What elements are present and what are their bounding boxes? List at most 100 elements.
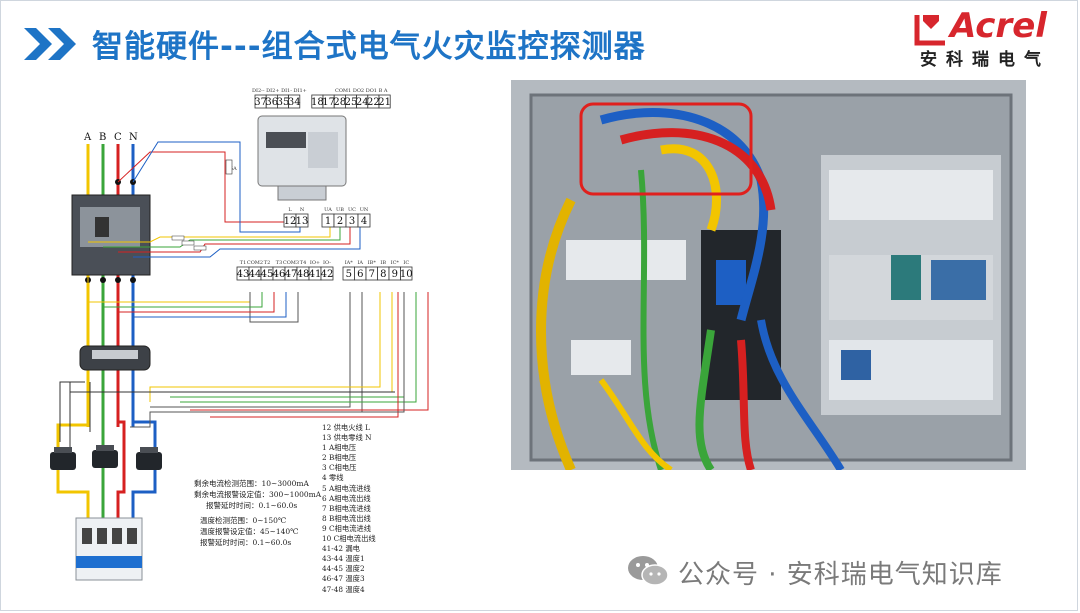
legend-item: 12 供电火线 L [322,423,370,432]
terminal-label-10: IC [403,260,409,266]
terminal-number-43: 43 [237,269,250,280]
terminal-number-28: 28 [333,97,346,108]
terminal-34 [288,94,301,109]
terminal-number-13: 13 [296,216,309,227]
spec-leakage-delay: 报警延时时间：0.1~60.0s [206,501,298,510]
wechat-icon [628,556,669,586]
terminal-label-48: T4 [300,260,307,266]
terminal-number-35: 35 [277,97,290,108]
terminal-label-9: IC* [391,260,400,266]
legend-item: 6 A相电流出线 [322,493,371,503]
legend-item: 46-47 温度3 [322,574,365,584]
watermark-text: 公众号 · 安科瑞电气知识库 [678,560,1003,590]
legend-item: 43-44 温度1 [322,554,365,564]
terminal-42 [320,266,334,281]
power-terminal-row: 12 L 13 N [283,207,309,228]
terminal-number-9: 9 [392,269,398,280]
detector-device [257,115,347,201]
terminal-number-21: 21 [378,97,391,108]
terminal-number-37: 37 [254,97,267,108]
highlight-box [579,102,753,196]
current-transformers [50,445,162,470]
fuse-label: 5A [230,166,237,172]
legend-item: 10 C相电流出线 [322,534,376,544]
legend-item: 9 C相电流进线 [322,523,372,533]
phase-label-b: B [99,132,106,143]
phase-label-c: C [114,132,122,143]
terminal-number-4: 4 [361,216,367,227]
terminal-label-12: L [288,207,292,213]
terminal-number-24: 24 [356,97,369,108]
spec-leakage-range: 剩余电流检测范围：10~3000mA [194,479,309,488]
terminal-number-44: 44 [249,269,262,280]
terminal-label-1: UA [324,207,332,213]
bottom-breaker [75,517,143,581]
terminal-label-6: IA [357,260,363,266]
terminal-10 [400,266,413,281]
terminal-number-10: 10 [400,269,413,280]
wiring-diagram: A B C N 5A [50,88,429,581]
phase-label-a: A [83,132,92,143]
legend-item: 47-48 温度4 [322,584,365,594]
terminal-number-7: 7 [369,269,375,280]
legend-item: 8 B相电流出线 [322,513,371,523]
terminal-number-36: 36 [265,97,278,108]
main-breaker [71,194,151,283]
logo-chinese-name: 安科瑞电气 [920,50,1050,70]
logo-wordmark: Acrel [950,6,1047,46]
spec-leakage-setpoint: 剩余电流报警设定值：300~1000mA [194,490,322,499]
spec-temp-setpoint: 温度报警设定值：45~140℃ [200,527,299,536]
legend-item: 3 C相电压 [322,463,357,473]
terminal-label-42: IO- [323,260,331,266]
legend-item: 13 供电零线 N [322,433,372,443]
terminal-number-22: 22 [367,97,380,108]
terminal-number-5: 5 [346,269,352,280]
terminal-label-45: T2 [264,260,271,266]
legend-item: 44-45 温度2 [322,564,365,574]
current-terminal-row: 5 IA*6 IA 7 IB*8 IB 9 IC*10 IC [342,260,413,281]
terminal-number-48: 48 [297,269,310,280]
terminal-number-17: 17 [322,97,335,108]
terminal-number-12: 12 [284,216,297,227]
terminal-number-8: 8 [380,269,386,280]
legend-item: 2 B相电压 [322,453,357,463]
terminal-label-5: IA* [345,260,354,266]
terminal-label-47: COM3 [283,260,299,266]
terminal-number-18: 18 [311,97,324,108]
terminal-label-41: IO+ [310,260,320,266]
terminal-number-42: 42 [321,269,334,280]
phase-label-n: N [129,132,138,143]
spec-temp-range: 温度检测范围：0~150℃ [200,516,287,525]
terminal-number-41: 41 [309,269,322,280]
terminal-label-13: N [300,207,305,213]
top-terminal-labels-left: DI2-- DI2+ DI1- DI1+ [252,88,307,94]
legend-item: 4 零线 [322,473,344,483]
terminal-number-47: 47 [285,269,298,280]
terminal-number-3: 3 [349,216,355,227]
terminal-label-4: UN [360,207,369,213]
terminal-number-6: 6 [357,269,363,280]
terminal-label-43: T1 [240,260,247,266]
terminal-label-46: T3 [276,260,283,266]
legend-item: 1 A相电压 [322,443,357,453]
terminal-label-7: IB* [368,260,377,266]
page-title: 智能硬件---组合式电气火灾监控探测器 [92,29,646,65]
terminal-21 [378,94,391,109]
terminal-4 [357,213,371,228]
terminal-13 [295,213,309,228]
legend-item: 5 A相电流进线 [322,483,371,493]
terminal-label-3: UC [348,207,356,213]
terminal-number-2: 2 [337,216,343,227]
spec-temp-delay: 报警延时时间：0.1~60.0s [200,538,292,547]
top-terminal-labels-right: COM1 DO2 DO1 B A [335,88,388,94]
legend-item: 7 B相电流进线 [322,503,371,513]
terminal-number-34: 34 [288,97,301,108]
terminal-label-8: IB [380,260,386,266]
terminal-number-45: 45 [261,269,274,280]
legend-item: 41-42 漏电 [322,544,360,554]
terminal-number-46: 46 [273,269,286,280]
